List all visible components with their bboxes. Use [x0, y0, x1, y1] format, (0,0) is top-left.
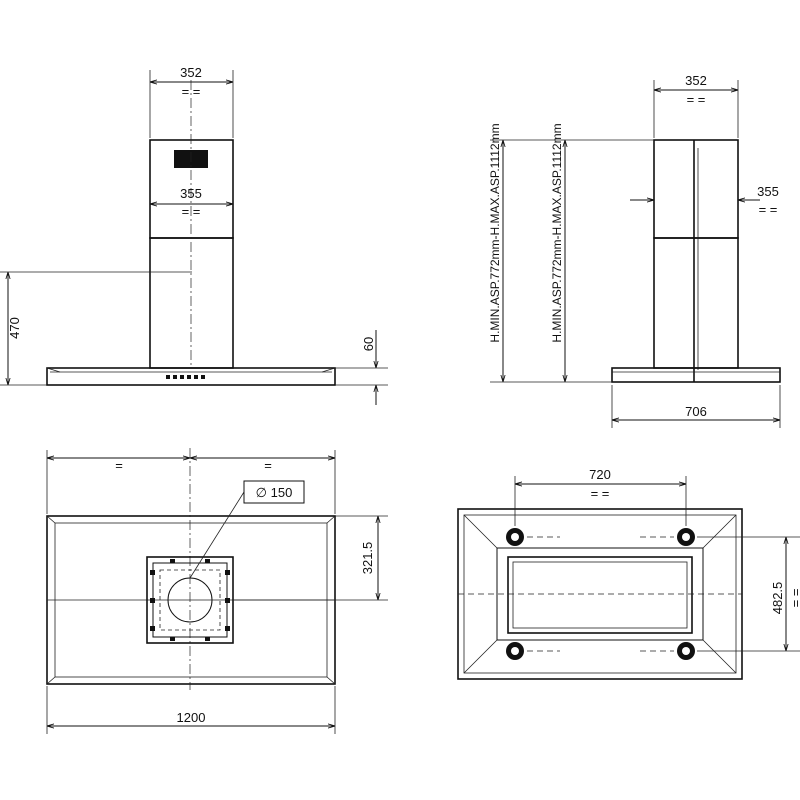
hole-spacing-y-label: 482.5 — [770, 582, 785, 615]
ceiling-opening — [507, 556, 693, 634]
side-chimney-lower — [653, 237, 739, 369]
front-canopy-thickness-label: 60 — [361, 337, 376, 351]
fixing-hole-icons — [506, 528, 695, 660]
front-canopy — [46, 367, 336, 386]
side-depth-label: 706 — [685, 404, 707, 419]
front-top-width-label: 352 — [180, 65, 202, 80]
hole-spacing-x-eq: = = — [591, 486, 610, 501]
side-chimney-width-eq: = = — [759, 202, 778, 217]
top-half-right-label: = — [264, 458, 272, 473]
outlet-offset-label: 321.5 — [360, 542, 375, 575]
side-canopy — [611, 367, 781, 383]
control-buttons-icon — [166, 375, 205, 379]
top-width-label: 1200 — [177, 710, 206, 725]
top-half-left-label: = — [115, 458, 123, 473]
front-height-label: 470 — [7, 317, 22, 339]
side-top-width-eq: = = — [687, 92, 706, 107]
hole-spacing-x-label: 720 — [589, 467, 611, 482]
side-view: 352 = = 355 = = 706 H.MIN.ASP.772mm-H.MA… — [488, 73, 781, 428]
front-chimney-lower — [149, 237, 234, 369]
side-height-range-label-2: H.MIN.ASP.772mm-H.MAX.ASP.1112mm — [550, 123, 564, 342]
outlet-diameter-label: ∅ 150 — [256, 485, 293, 500]
front-lower-width-eq: = = — [182, 204, 201, 219]
ceiling-view: 720 = = 482.5 = = — [457, 467, 800, 680]
side-top-width-label: 352 — [685, 73, 707, 88]
side-height-range-label-1: H.MIN.ASP.772mm-H.MAX.ASP.1112mm — [488, 123, 502, 342]
side-chimney-width-label: 355 — [757, 184, 779, 199]
front-top-width-eq: = = — [182, 84, 201, 99]
front-view: 352 = = 355 = = 470 60 — [0, 65, 388, 405]
mounting-bracket-icons — [150, 559, 230, 641]
side-chimney-upper — [653, 139, 739, 239]
front-lower-width-label: 355 — [180, 186, 202, 201]
hole-spacing-y-eq: = = — [788, 589, 800, 608]
top-view: ∅ 150 = = 321.5 1200 — [46, 448, 388, 734]
outlet-diameter-box — [243, 480, 305, 504]
